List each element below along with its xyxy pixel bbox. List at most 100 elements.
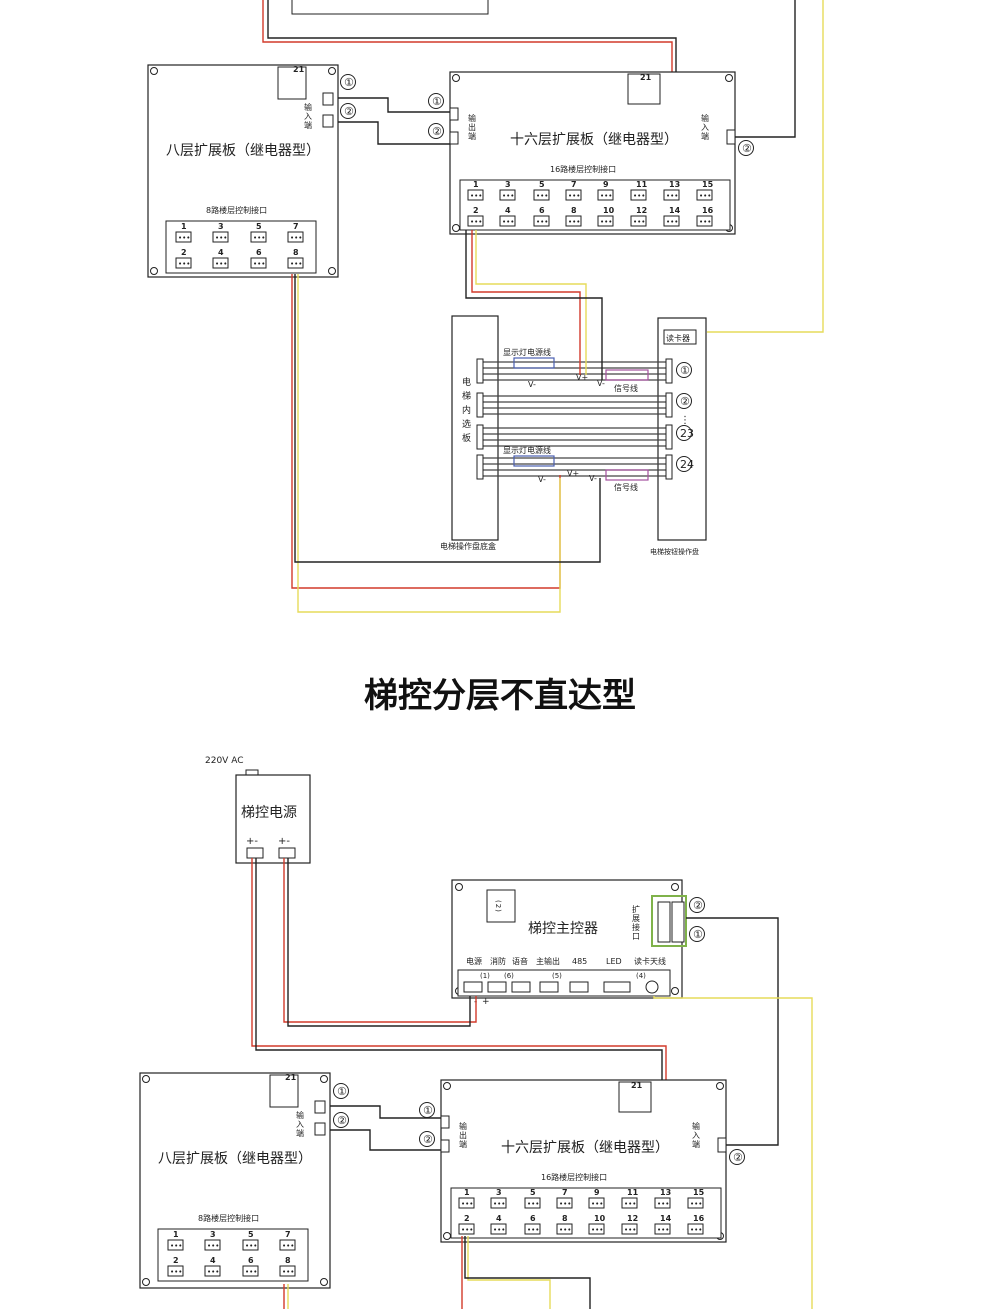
- sixteen-port-bottom-0-label: 2: [473, 206, 479, 215]
- sixteen-port-bottom-1: [490, 1223, 507, 1235]
- marker-bundle-2: ②: [680, 395, 690, 408]
- sixteen-port-top-1-pins: •••: [502, 192, 514, 200]
- eight-port-top-2-label: 5: [256, 222, 262, 231]
- sixteen-port-top-5: [630, 189, 647, 201]
- wire-b-link-1: [330, 1105, 441, 1119]
- sixteen-port-top-5: [621, 1197, 638, 1209]
- mount-hole: [725, 74, 733, 82]
- sixteen-port-bottom-0: [467, 215, 484, 227]
- eight-board-jumper-block: [277, 66, 307, 100]
- eight-port-bottom-1-label: 4: [210, 1256, 216, 1265]
- sixteen-port-top-6: [663, 189, 680, 201]
- eight-port-top-1-label: 3: [218, 222, 224, 231]
- sixteen-port-top-2: [524, 1197, 541, 1209]
- eight-board-input-label: 输入端: [296, 1110, 305, 1138]
- sixteen-port-bottom-0-pins: •••: [470, 218, 482, 226]
- eight-port-top-1-pins: •••: [207, 1242, 219, 1250]
- v-plus-2: V+: [567, 469, 579, 478]
- marker-main-1: ①: [693, 928, 703, 941]
- wire-b-black-16: [464, 1236, 591, 1309]
- sixteen-port-top-3-pins: •••: [568, 192, 580, 200]
- eight-input-port-2: [322, 114, 334, 128]
- marker-main-2: ②: [693, 899, 703, 912]
- sixteen-port-bottom-2: [533, 215, 550, 227]
- wire-red-psu-main: [283, 858, 477, 1023]
- sixteen-port-top-4-label: 9: [603, 180, 609, 189]
- marker-bottom-8-2-ring: [333, 1112, 349, 1128]
- eight-port-top-2: [250, 231, 267, 243]
- sixteen-port-top-1: [499, 189, 516, 201]
- display-power-label-2: 显示灯电源线: [503, 445, 551, 455]
- display-power-box-1: [513, 357, 555, 369]
- sixteen-port-bottom-0-pins: •••: [461, 1226, 473, 1234]
- wire-yellow-reader: [707, 0, 824, 333]
- marker-bundle-2-ring: [676, 393, 692, 409]
- wire-black-input: [733, 0, 796, 138]
- sixteen-port-top-5-label: 11: [627, 1188, 639, 1197]
- sixteen-port-bottom-0: [458, 1223, 475, 1235]
- mount-hole: [328, 67, 336, 75]
- sixteen-input-port: [726, 129, 736, 145]
- inner-panel-char-3: 选: [462, 418, 471, 430]
- main-switch-label: (2): [494, 900, 502, 913]
- psu-terminal-1: [246, 847, 264, 859]
- eight-port-bottom-2: [250, 257, 267, 269]
- eight-port-top-1: [204, 1239, 221, 1251]
- wire-yellow-antenna: [653, 996, 813, 1309]
- sixteen-port-top-3-label: 7: [571, 180, 577, 189]
- bundle-1-left-plug: [476, 392, 484, 418]
- marker-top-16-1: ①: [432, 95, 442, 108]
- sixteen-port-bottom-5-label: 12: [627, 1214, 638, 1223]
- sixteen-port-bottom-5: [621, 1223, 638, 1235]
- sixteen-port-bottom-5-pins: •••: [633, 218, 645, 226]
- sixteen-board-interface-label: 16路楼层控制接口: [541, 1172, 607, 1182]
- sixteen-port-top-7-label: 15: [693, 1188, 705, 1197]
- sixteen-board-output-label: 输出端: [468, 113, 477, 141]
- sixteen-port-top-6-pins: •••: [657, 1200, 669, 1208]
- main-port-2: [511, 981, 531, 993]
- right-panel-bottom-label: 电梯按钮操作盘: [650, 547, 699, 556]
- marker-bundle-24-ring: [676, 456, 692, 472]
- signal-box-2: [605, 469, 649, 481]
- expand-port-1: [657, 901, 671, 943]
- marker-top-16-input-ring: [738, 140, 754, 156]
- mount-hole: [716, 1082, 724, 1090]
- signal-label-2: 信号线: [614, 482, 638, 492]
- sixteen-board-input-label: 输入端: [692, 1121, 701, 1149]
- eight-port-bottom-3-label: 8: [285, 1256, 291, 1265]
- sixteen-port-bottom-7: [687, 1223, 704, 1235]
- eight-port-bottom-0: [167, 1265, 184, 1277]
- sixteen-port-top-6: [654, 1197, 671, 1209]
- v-minus-3: V-: [538, 475, 546, 484]
- main-port-4: [569, 981, 589, 993]
- sixteen-port-bottom-5: [630, 215, 647, 227]
- marker-main-2-ring: [689, 897, 705, 913]
- sixteen-port-bottom-4: [588, 1223, 605, 1235]
- mount-hole: [142, 1278, 150, 1286]
- main-sub-4: (4): [636, 972, 646, 980]
- sixteen-port-top-4: [588, 1197, 605, 1209]
- sixteen-port-bottom-2-pins: •••: [527, 1226, 539, 1234]
- sixteen-port-bottom-3-pins: •••: [568, 218, 580, 226]
- eight-port-bottom-1-pins: •••: [215, 260, 227, 268]
- top-8-jumper-label: 21: [293, 65, 305, 74]
- display-power-box-2: [513, 455, 555, 467]
- wire-red-top: [262, 0, 673, 76]
- marker-dots: ⋮: [680, 415, 690, 426]
- sixteen-port-bottom-1: [499, 215, 516, 227]
- card-reader-label: 读卡器: [666, 333, 690, 343]
- sixteen-port-bottom-4-pins: •••: [600, 218, 612, 226]
- eight-port-bottom-0-pins: •••: [178, 260, 190, 268]
- eight-port-top-2: [242, 1239, 259, 1251]
- sixteen-output-port-1: [449, 107, 459, 121]
- eight-port-top-1-label: 3: [210, 1230, 216, 1239]
- wire-black-psu-main: [287, 858, 471, 1027]
- sixteen-port-bottom-6-pins: •••: [666, 218, 678, 226]
- sixteen-port-bottom-5-label: 12: [636, 206, 647, 215]
- inner-panel-char-4: 板: [462, 432, 471, 444]
- sixteen-port-top-0-pins: •••: [470, 192, 482, 200]
- sixteen-board-name: 十六层扩展板（继电器型）: [501, 1140, 669, 1156]
- sixteen-port-bottom-1-label: 4: [505, 206, 511, 215]
- sixteen-output-port-2: [449, 131, 459, 145]
- bundle-3-left-plug: [476, 454, 484, 480]
